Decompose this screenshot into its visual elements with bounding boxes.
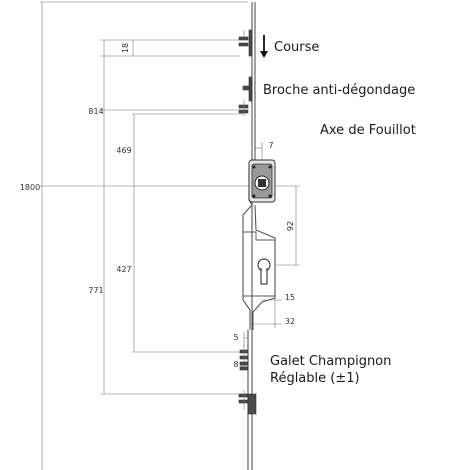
dim-771: 771 <box>88 286 103 295</box>
dim-8: 8 <box>233 360 238 369</box>
dimension-lines <box>41 2 300 470</box>
label-galet-line2: Réglable (±1) <box>270 371 360 386</box>
top-locking-point <box>238 29 253 57</box>
reference-lines <box>40 1 250 395</box>
dim-427: 427 <box>116 265 131 274</box>
dim-15: 15 <box>285 293 295 302</box>
label-broche: Broche anti-dégondage <box>263 83 415 98</box>
label-course: Course <box>274 40 319 55</box>
cylinder-casing <box>242 204 276 330</box>
central-gearbox <box>248 150 276 206</box>
dim-18: 18 <box>121 43 130 53</box>
dim-814: 814 <box>88 107 103 116</box>
label-axe-fouillot: Axe de Fouillot <box>320 123 416 138</box>
label-galet-line1: Galet Champignon <box>270 354 391 369</box>
bottom-locking-point <box>238 390 257 415</box>
dim-32: 32 <box>285 317 295 326</box>
dim-7: 7 <box>268 141 273 150</box>
dim-1800: 1800 <box>20 183 40 192</box>
dim-92: 92 <box>286 221 295 231</box>
cylinder-hole-icon <box>257 258 271 285</box>
broche-pin <box>238 76 253 116</box>
course-arrow-icon <box>260 35 268 58</box>
galet-champignon <box>239 345 249 371</box>
dim-5: 5 <box>233 333 238 342</box>
dim-469: 469 <box>116 146 131 155</box>
